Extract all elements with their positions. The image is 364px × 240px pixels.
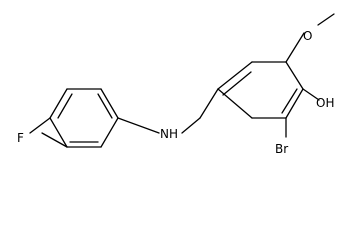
phenol-ring: [217, 61, 304, 119]
ch2-aryl-bond: [199, 88, 219, 119]
c-oh-bond: [302, 88, 320, 101]
hydroxyl-label: OH: [316, 96, 334, 110]
c-o-methoxy-bond: [285, 32, 305, 63]
n-ch2-bond: [181, 117, 201, 134]
methoxy-oxygen-label: O: [303, 29, 312, 43]
fluorine-label: F: [17, 131, 24, 145]
amine-label: NH: [160, 127, 178, 141]
o-ch3-bond: [317, 13, 335, 26]
molecule-canvas: F NH OH Br O: [17, 13, 335, 156]
bromine-label: Br: [275, 142, 288, 156]
fluorophenyl-ring: [41, 88, 119, 148]
aryl-n-bond: [117, 117, 160, 134]
c-f-bond: [29, 117, 51, 134]
structure-diagram: F NH OH Br O: [17, 13, 335, 156]
